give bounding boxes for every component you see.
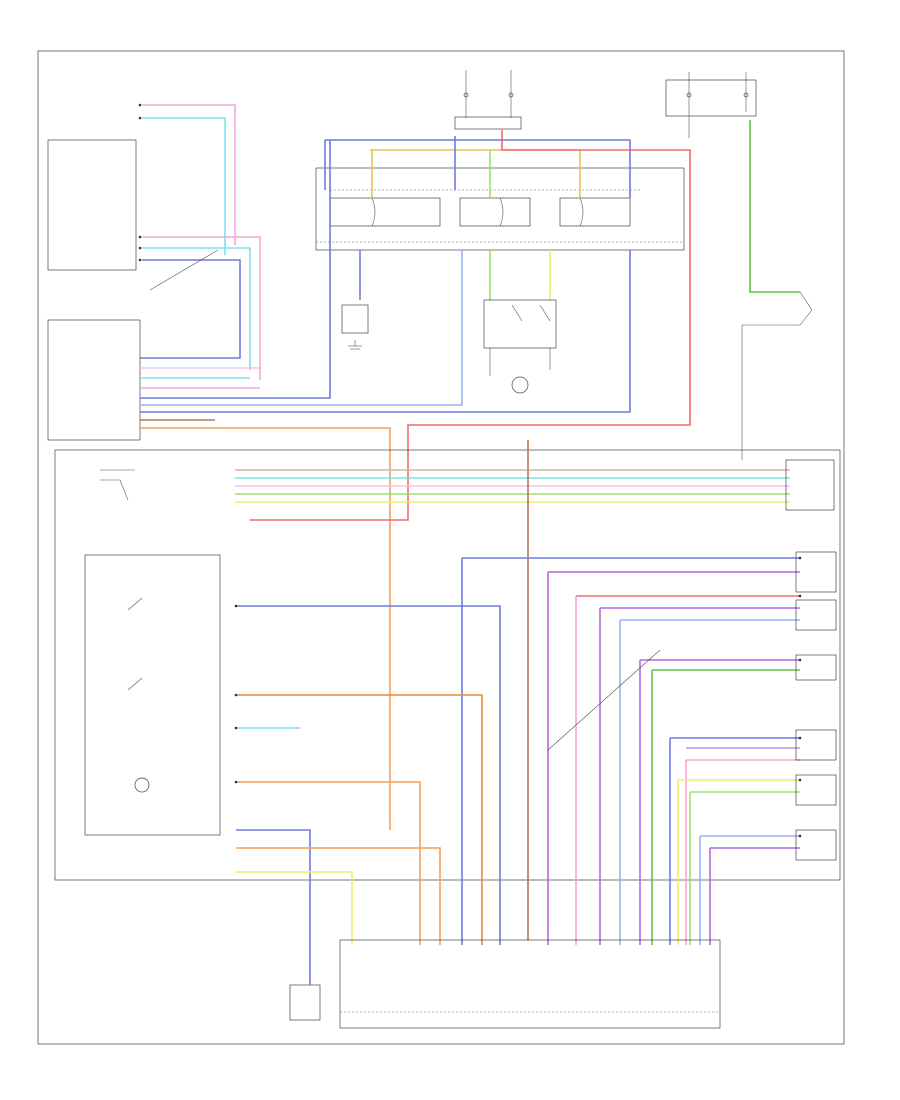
- relay-icon: [329, 197, 631, 227]
- switch-icon: [100, 469, 135, 501]
- switch-icon: [127, 597, 143, 691]
- relay-box: [315, 167, 685, 251]
- blower-relay-area: [483, 250, 557, 394]
- fuse-icon: [463, 70, 749, 138]
- motor-icon: [134, 777, 150, 793]
- switch-bus: [54, 440, 841, 940]
- right-feed: [741, 120, 813, 460]
- diagram-frame: [37, 50, 845, 1045]
- compressor-clutch: [341, 250, 369, 350]
- control-module-bottom: [289, 939, 721, 1029]
- main-harness: [47, 140, 691, 830]
- left-connector-top: [47, 104, 261, 380]
- connector-pins: [138, 103, 802, 838]
- motor-icon: [511, 376, 529, 394]
- legend-block: [45, 895, 165, 975]
- right-connectors: [461, 551, 837, 945]
- connector-icon: [785, 459, 835, 511]
- left-lower-switches: [84, 554, 501, 945]
- ground-icon: [348, 340, 362, 350]
